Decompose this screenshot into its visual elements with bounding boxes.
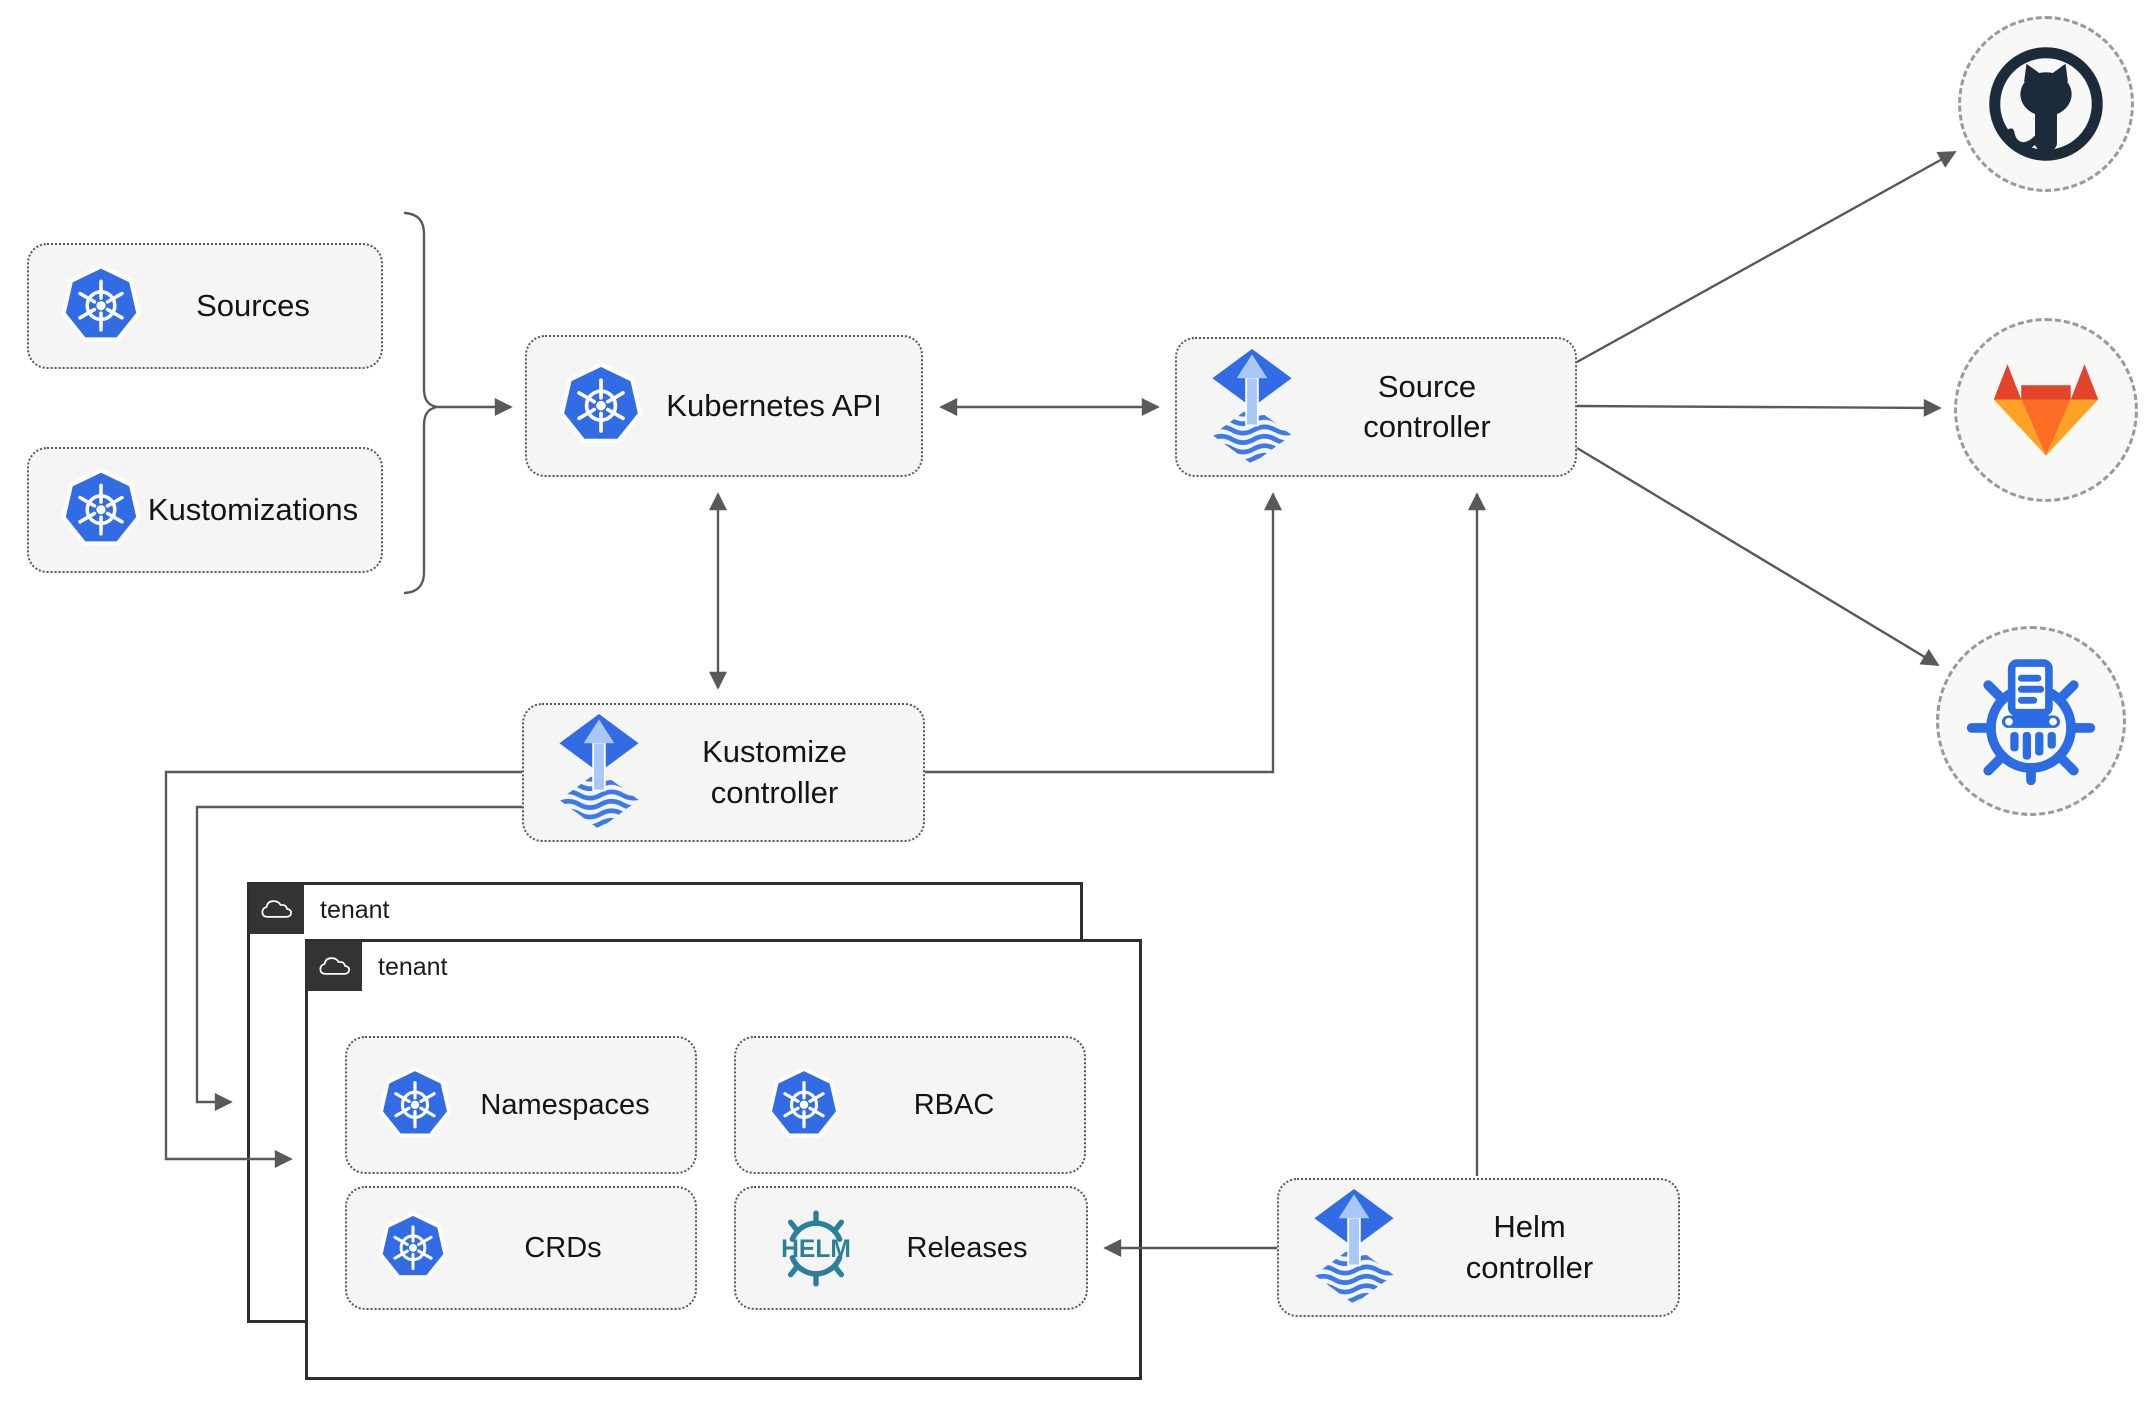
releases-box: HELM Releases [734, 1186, 1088, 1310]
kubernetes-api-box: Kubernetes API [525, 335, 923, 477]
tenant-label: tenant [378, 953, 448, 981]
edge-source-to-registry [1576, 446, 1940, 667]
tenant-label: tenant [320, 896, 390, 924]
label-line-1: Helm [1493, 1209, 1566, 1245]
helm-logo-text: HELM [781, 1235, 851, 1262]
label-line-2: controller [1465, 1249, 1594, 1285]
label-line-2: controller [710, 774, 839, 810]
kubernetes-api-label: Kubernetes API [666, 388, 882, 423]
crds-box: CRDs [345, 1186, 697, 1310]
kubernetes-icon [557, 361, 645, 452]
sources-box: Sources [27, 243, 383, 369]
label-line-1: Source [1377, 368, 1477, 404]
helm-icon: HELM [781, 1209, 851, 1287]
tenant-badge [307, 941, 362, 991]
gitlab-icon [1993, 363, 2099, 456]
cloud-icon [259, 896, 295, 922]
gitlab-endpoint [1954, 318, 2138, 502]
label-line-1: Kustomize [702, 734, 847, 770]
github-icon [1989, 47, 2103, 161]
kustomizations-label: Kustomizations [147, 492, 359, 527]
kubernetes-icon [766, 1066, 842, 1145]
flux-icon [1309, 1188, 1399, 1307]
rbac-box: RBAC [734, 1036, 1086, 1174]
helm-controller-box: Helm controller [1277, 1178, 1680, 1317]
rbac-label: RBAC [913, 1088, 995, 1121]
kustomizations-box: Kustomizations [27, 447, 383, 573]
flux-icon [1207, 348, 1297, 467]
kustomize-controller-label: Kustomize controller [644, 732, 905, 813]
namespaces-label: Namespaces [480, 1088, 650, 1121]
kubernetes-icon [377, 1211, 449, 1286]
helm-controller-label: Helm controller [1399, 1207, 1660, 1288]
releases-label: Releases [906, 1231, 1028, 1264]
sources-label: Sources [196, 288, 310, 323]
github-endpoint [1958, 16, 2134, 192]
edge-source-to-github [1576, 150, 1957, 364]
source-controller-label: Source controller [1297, 367, 1557, 448]
kustomize-controller-box: Kustomize controller [522, 703, 925, 842]
cloud-icon [317, 953, 353, 979]
edge-source-to-gitlab [1576, 398, 1942, 417]
oci-registry-icon [1966, 659, 2096, 786]
namespaces-box: Namespaces [345, 1036, 697, 1174]
tenant-badge [249, 884, 304, 934]
crds-label: CRDs [524, 1231, 602, 1264]
flux-icon [554, 713, 644, 832]
oci-registry-endpoint [1936, 626, 2126, 816]
bracket-sources-group [403, 211, 438, 595]
kubernetes-icon [377, 1066, 453, 1145]
kubernetes-icon [59, 467, 143, 554]
edge-kustomize-to-source [925, 492, 1282, 774]
label-line-2: controller [1363, 409, 1491, 444]
source-controller-box: Source controller [1175, 337, 1577, 477]
kubernetes-icon [59, 263, 143, 350]
